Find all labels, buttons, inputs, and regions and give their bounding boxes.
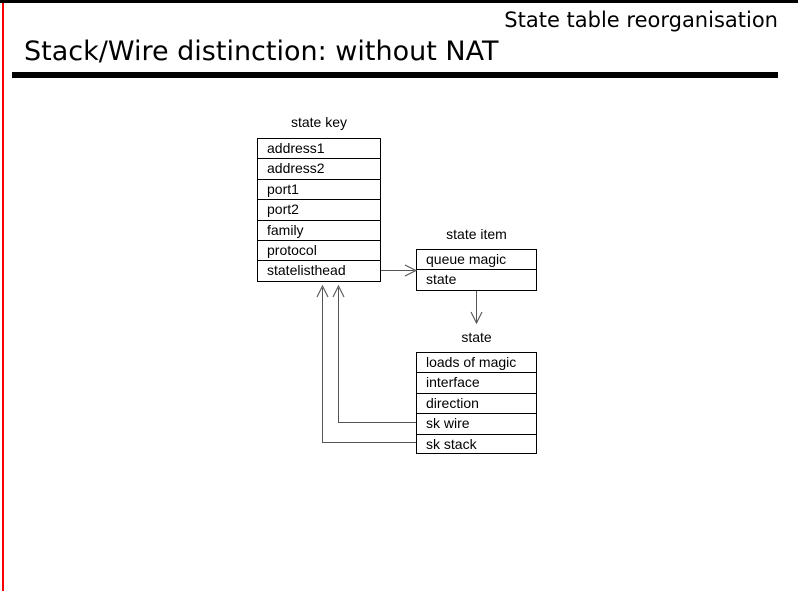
connector-sk-wire-horizontal: [338, 422, 416, 423]
state-key-row-protocol: protocol: [258, 241, 380, 262]
state-item-row-queue-magic: queue magic: [417, 250, 536, 271]
state-row-interface: interface: [417, 373, 536, 394]
state-row-loads-of-magic: loads of magic: [417, 353, 536, 374]
page-title: Stack/Wire distinction: without NAT: [24, 36, 499, 67]
arrow-head-sk-stack-to-statelisthead: [316, 284, 329, 298]
state-key-row-port1: port1: [258, 180, 380, 201]
connector-sk-stack-vertical: [322, 288, 323, 443]
state-row-sk-wire: sk wire: [417, 414, 536, 435]
connector-sk-stack-horizontal: [322, 442, 416, 443]
state-row-sk-stack: sk stack: [426, 435, 477, 452]
state-table: loads of magic interface direction sk wi…: [416, 352, 537, 454]
state-key-row-port2: port2: [258, 200, 380, 221]
connector-statelisthead-to-state-item: [381, 270, 414, 271]
slide-header-label: State table reorganisation: [504, 8, 778, 32]
state-item-table: queue magic state: [416, 249, 537, 291]
arrow-head-sk-wire-to-statelisthead: [332, 284, 345, 298]
connector-state-item-to-state: [476, 291, 477, 323]
state-key-row-statelisthead: statelisthead: [267, 262, 346, 279]
state-caption: state: [461, 329, 492, 345]
state-item-row-state: state: [426, 271, 457, 288]
state-key-caption: state key: [290, 114, 348, 130]
state-key-row-family: family: [258, 221, 380, 241]
connector-sk-wire-vertical: [338, 288, 339, 423]
arrow-head-to-state: [470, 311, 483, 325]
left-accent-rule: [2, 3, 4, 591]
state-item-caption: state item: [446, 226, 507, 242]
title-underline-rule: [12, 72, 778, 78]
state-row-direction: direction: [417, 394, 536, 415]
state-key-table: address1 address2 port1 port2 family pro…: [257, 138, 381, 282]
state-key-row-address1: address1: [258, 139, 380, 160]
state-key-row-address2: address2: [258, 159, 380, 180]
arrow-head-to-state-item: [404, 264, 418, 277]
top-border-rule: [0, 0, 798, 3]
